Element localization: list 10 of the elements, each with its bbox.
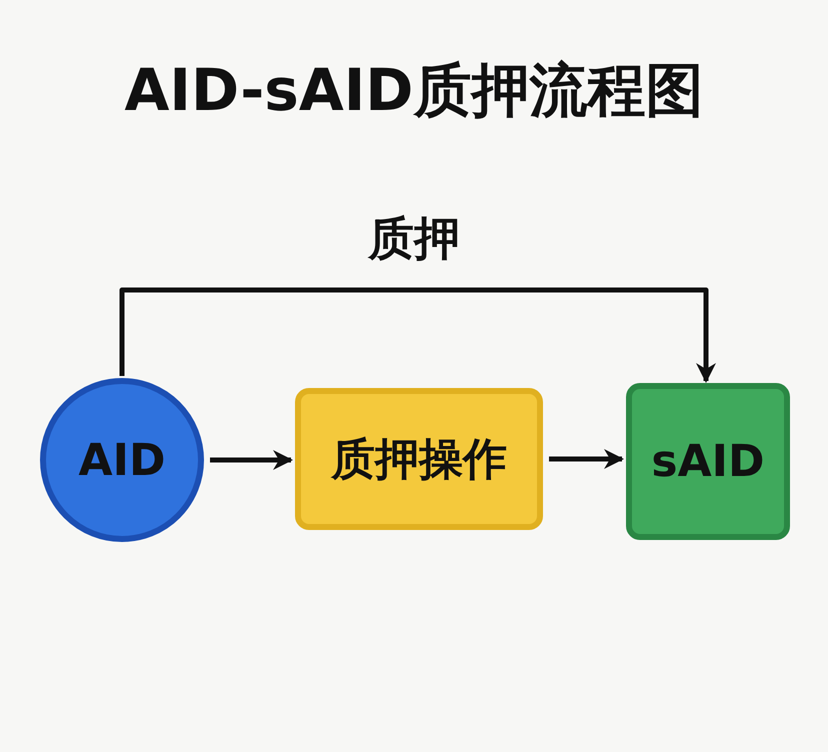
- node-label: 质押操作: [331, 432, 507, 486]
- title: AID-sAID质押流程图: [124, 55, 704, 126]
- node-label: sAID: [651, 436, 765, 487]
- node-label: AID: [78, 434, 166, 486]
- process-box: [295, 388, 543, 530]
- process-box: [626, 383, 790, 540]
- arrow: [210, 450, 293, 470]
- edge-label: 质押: [368, 210, 460, 267]
- arrow: [549, 449, 624, 469]
- arrow: [120, 288, 716, 383]
